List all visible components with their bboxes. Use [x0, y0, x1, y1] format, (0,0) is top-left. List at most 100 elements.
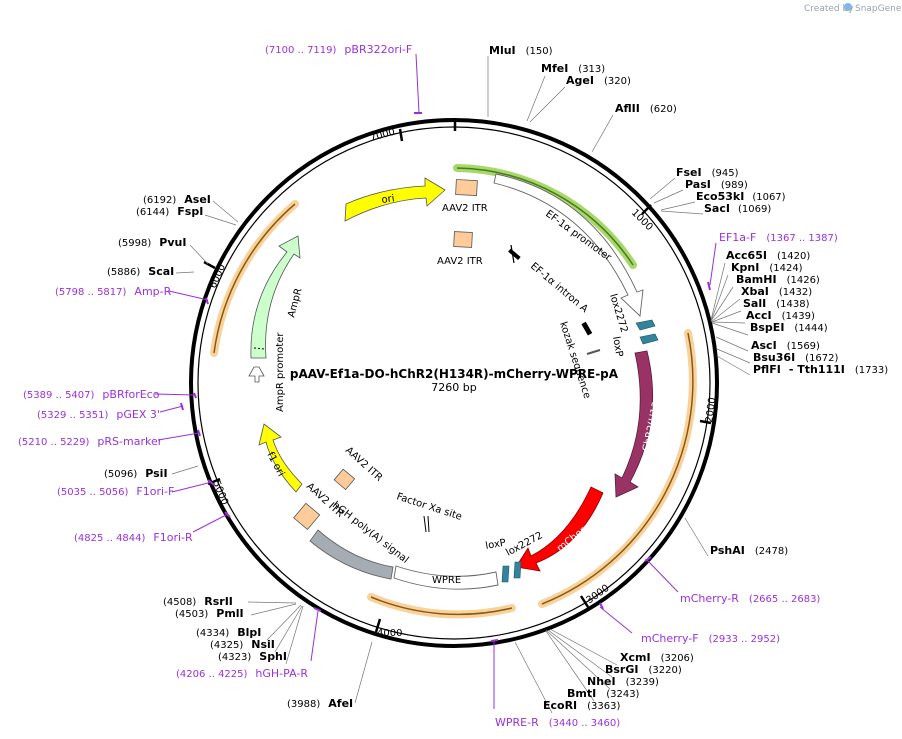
site-aflii[interactable]: AflII(620)	[615, 102, 677, 115]
site-asci[interactable]: AscI(1569)	[751, 339, 820, 352]
site-kpni[interactable]: KpnI(1424)	[731, 261, 803, 274]
primer-wpre-r[interactable]: WPRE-R(3440 .. 3460)	[495, 716, 620, 729]
site-fsei[interactable]: FseI(945)	[676, 166, 739, 179]
aav2-itr-bl1-box	[333, 468, 356, 491]
site-afei[interactable]: (3988)AfeI	[287, 697, 353, 710]
site-bmti[interactable]: BmtI(3243)	[567, 687, 640, 700]
factor-xa-line1	[423, 515, 427, 533]
plasmid-name: pAAV-Ef1a-DO-hChR2(H134R)-mCherry-WPRE-p…	[290, 367, 619, 381]
tick-6000-mark	[203, 260, 216, 270]
site-blpi[interactable]: (4334)BlpI	[196, 626, 261, 639]
orange-arc-left-line	[213, 203, 296, 354]
aav2-itr-inner-box	[453, 231, 473, 248]
loxp-top-arrow	[639, 333, 659, 345]
loxp-top-label: loxP	[610, 336, 624, 358]
ef1a-green-arc-line	[456, 167, 634, 266]
ampr-dotted-line	[253, 347, 266, 350]
site-agei[interactable]: AgeI(320)	[566, 74, 631, 87]
primer-amp-r[interactable]: (5798 .. 5817)Amp-R	[55, 285, 172, 298]
chr2-arrow	[614, 350, 654, 498]
site-rsrii[interactable]: (4508)RsrII	[163, 595, 233, 608]
site-saci[interactable]: SacI(1069)	[704, 202, 771, 215]
tick-label-2000: 2000	[704, 397, 718, 424]
site-pshai[interactable]: PshAI(2478)	[710, 544, 788, 557]
highlight-arcs	[210, 164, 697, 619]
credit-brand: SnapGene	[855, 4, 902, 14]
tick-label-4000: 4000	[377, 628, 402, 639]
site-sali[interactable]: SalI(1438)	[743, 297, 810, 310]
site-acci[interactable]: AccI(1439)	[746, 309, 815, 322]
loxp-bottom-label: loxP	[485, 538, 507, 552]
site-bsu36i[interactable]: Bsu36I(1672)	[753, 351, 839, 364]
ori-arrow	[344, 177, 446, 222]
lox2272-top-arrow	[635, 319, 656, 331]
ampr-arrow	[250, 235, 301, 359]
site-xbai[interactable]: XbaI(1432)	[741, 285, 812, 298]
site-mfei[interactable]: MfeI(313)	[541, 62, 605, 75]
site-xcmi[interactable]: XcmI(3206)	[620, 651, 694, 664]
ampr-promoter-arrow	[248, 366, 265, 383]
tick-5000-mark	[207, 477, 221, 486]
size-ticks	[203, 118, 712, 633]
primer-marks	[154, 53, 717, 709]
site-pvui[interactable]: (5998)PvuI	[118, 236, 186, 249]
site-connectors	[171, 56, 751, 714]
ampr-promoter-label: AmpR promoter	[275, 332, 286, 412]
primer-f1ori-f[interactable]: (5035 .. 5056)F1ori-F	[57, 485, 174, 498]
site-fspi[interactable]: (6144)FspI	[136, 205, 203, 218]
primer-pbrforeco[interactable]: (5389 .. 5407)pBRforEco	[23, 388, 160, 401]
tick-1000-mark	[641, 204, 652, 215]
site-bamhi[interactable]: BamHI(1426)	[736, 273, 820, 286]
site-asei[interactable]: (6192)AseI	[143, 193, 211, 206]
tick-2000-mark	[699, 419, 712, 425]
site-nhei[interactable]: NheI(3239)	[587, 675, 659, 688]
wpre-arrow	[393, 565, 499, 590]
site-sphi[interactable]: (4323)SphI	[218, 650, 287, 663]
site-nsii[interactable]: (4325)NsiI	[210, 638, 275, 651]
ef1a-intron-label: EF-1α intron A	[528, 261, 590, 315]
factor-xa-label: Factor Xa site	[395, 491, 463, 522]
kozak-marker	[581, 321, 593, 336]
site-pmli[interactable]: (4503)PmlI	[175, 607, 244, 620]
site-acc65i[interactable]: Acc65I(1420)	[726, 249, 810, 262]
site-labels: MluI(150) MfeI(313) AgeI(320) AflII(620)…	[104, 44, 888, 712]
site-pflfi[interactable]: PflFI- Tth111I(1733)	[753, 363, 888, 376]
plasmid-size: 7260 bp	[431, 381, 476, 394]
loxp-bottom-arrow	[501, 565, 510, 583]
primer-pbr322ori-f[interactable]: (7100 .. 7119)pBR322ori-F	[265, 43, 412, 56]
aav2-itr-bl2-box	[293, 502, 321, 531]
tick-label-7000: 7000	[369, 127, 396, 144]
site-ecori[interactable]: EcoRI(3363)	[543, 699, 621, 712]
tick-3000-mark	[579, 595, 590, 608]
primer-f1ori-r[interactable]: (4825 .. 4844)F1ori-R	[74, 531, 193, 544]
site-bsrgi[interactable]: BsrGI(3220)	[605, 663, 682, 676]
site-bspei[interactable]: BspEI(1444)	[750, 321, 828, 334]
primer-labels: (7100 .. 7119)pBR322ori-F EF1a-F(1367 ..…	[18, 43, 838, 729]
ef1a-promoter-arrow	[493, 173, 644, 317]
credit-prefix: Created by	[804, 4, 854, 14]
snapgene-logo-icon	[844, 3, 852, 11]
site-eco53ki[interactable]: Eco53kI(1067)	[696, 190, 786, 203]
orange-arc-right-line	[541, 332, 694, 605]
site-psii[interactable]: (5096)PsiI	[104, 467, 168, 480]
primer-hgh-pa-r[interactable]: (4206 .. 4225)hGH-PA-R	[176, 667, 308, 680]
primer-mcherry-r[interactable]: mCherry-R(2665 .. 2683)	[680, 592, 820, 605]
aav2-itr-inner-label: AAV2 ITR	[437, 256, 483, 267]
site-scai[interactable]: (5886)ScaI	[107, 265, 174, 278]
site-mlui[interactable]: MluI(150)	[489, 44, 553, 57]
primer-prs-marker[interactable]: (5210 .. 5229)pRS-marker	[18, 435, 163, 448]
ef1a-intron-marker	[508, 248, 521, 261]
kozak-dash	[586, 349, 601, 355]
aav2-itr-top-label: AAV2 ITR	[442, 203, 488, 214]
snapgene-credit: Created by SnapGene	[804, 3, 902, 14]
primer-ef1a-f[interactable]: EF1a-F(1367 .. 1387)	[719, 231, 838, 244]
ampr-label: AmpR	[286, 287, 304, 319]
primer-mcherry-f[interactable]: mCherry-F(2933 .. 2952)	[641, 632, 780, 645]
site-pasi[interactable]: PasI(989)	[685, 178, 748, 191]
primer-pgex3[interactable]: (5329 .. 5351)pGEX 3'	[37, 408, 160, 421]
lox2272-bottom-arrow	[513, 561, 522, 579]
f1-ori-arrow	[258, 423, 303, 493]
tick-7000-mark	[398, 128, 404, 142]
tick-4000-mark	[374, 618, 382, 633]
